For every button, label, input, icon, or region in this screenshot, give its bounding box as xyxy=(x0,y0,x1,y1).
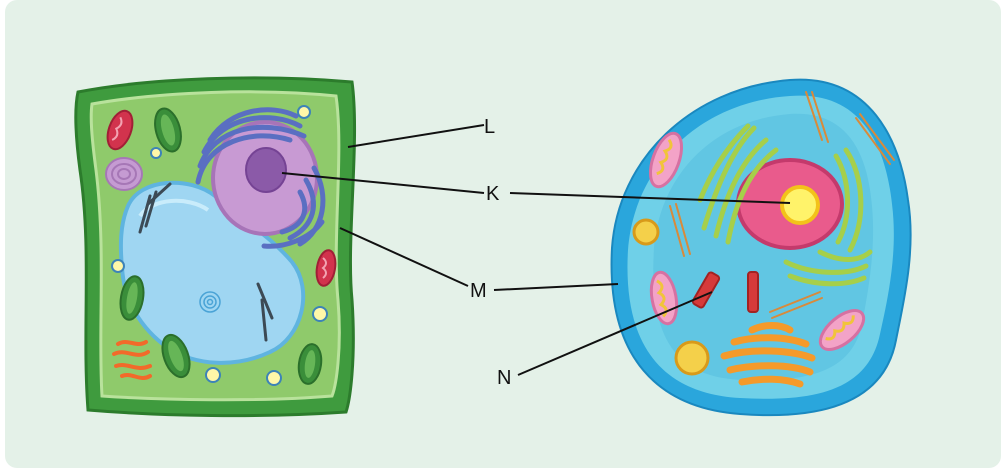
label-line-L xyxy=(348,125,484,147)
label-K: K xyxy=(486,183,500,205)
plant-cell xyxy=(76,78,355,416)
animal-cell xyxy=(612,80,911,416)
label-N: N xyxy=(497,367,511,389)
plant-golgi xyxy=(106,158,142,190)
plant-nucleolus xyxy=(246,148,286,192)
label-M: M xyxy=(470,280,487,302)
animal-nucleolus xyxy=(782,187,818,223)
label-L: L xyxy=(484,116,495,138)
label-line-M-plant xyxy=(340,228,468,286)
label-line-M-animal xyxy=(494,284,618,290)
